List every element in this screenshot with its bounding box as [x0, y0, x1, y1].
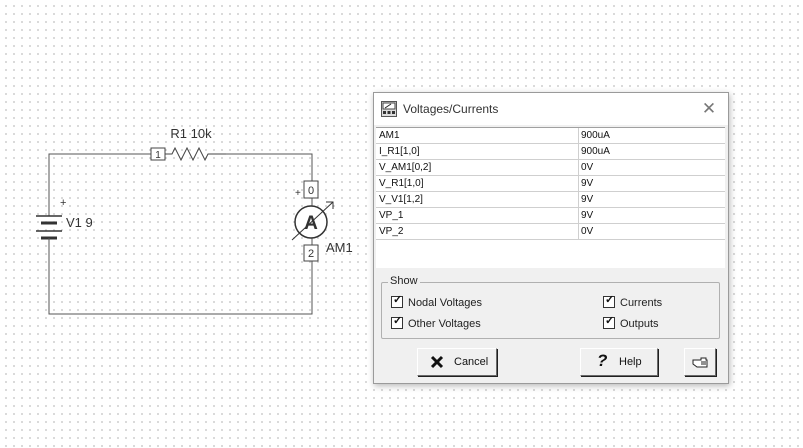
- checkbox-box: ✓: [603, 315, 615, 330]
- row-value: 9V: [581, 194, 594, 205]
- check-icon: ✓: [605, 315, 615, 328]
- ammeter-pin-bottom-box: [303, 244, 319, 262]
- table-row[interactable]: V_V1[1,2] 9V: [376, 192, 725, 208]
- ammeter-am1[interactable]: 0 + A 2 AM1: [291, 180, 353, 262]
- help-label: Help: [619, 356, 642, 368]
- table-row[interactable]: I_R1[1,0] 900uA: [376, 144, 725, 160]
- battery-plus-sign: +: [60, 197, 66, 209]
- wire-top-right: [226, 153, 313, 181]
- ammeter-pin-top-label: 0: [308, 185, 314, 197]
- values-table[interactable]: AM1 900uA I_R1[1,0] 900uA V_AM1[0,2] 0V V_R1[1…: [376, 127, 725, 268]
- cancel-label: Cancel: [454, 356, 489, 368]
- pointer-button[interactable]: [684, 348, 716, 376]
- nodal-voltages-checkbox[interactable]: ✓ Nodal Voltages: [391, 294, 482, 311]
- checkbox-box: ✓: [603, 294, 615, 309]
- table-row[interactable]: AM1 900uA: [376, 128, 725, 144]
- ammeter-plus-sign: +: [295, 188, 301, 199]
- show-legend: Show: [388, 275, 420, 287]
- question-mark-icon: ?: [597, 351, 608, 370]
- voltages-currents-dialog: Voltages/Currents ✕ AM1 900uA I_R1[1,0] 900…: [373, 92, 729, 384]
- currents-label: Currents: [620, 297, 663, 309]
- outputs-checkbox[interactable]: ✓ Outputs: [603, 315, 659, 332]
- ammeter-arrow-head: [326, 201, 334, 209]
- row-value: 900uA: [581, 146, 610, 157]
- dialog-title: Voltages/Currents: [403, 102, 499, 116]
- row-value: 0V: [581, 162, 594, 173]
- help-button[interactable]: ? Help: [580, 348, 658, 376]
- wire-top-left: [48, 153, 151, 216]
- row-value: 0V: [581, 226, 594, 237]
- resistor-r1[interactable]: 1 R1 10k: [150, 126, 226, 162]
- table-row[interactable]: VP_2 0V: [376, 224, 725, 240]
- row-value: 9V: [581, 210, 594, 221]
- ammeter-label: AM1: [326, 240, 353, 255]
- row-name: VP_2: [379, 226, 404, 237]
- row-value: 9V: [581, 178, 594, 189]
- circuit-wires: [48, 153, 313, 315]
- other-voltages-checkbox[interactable]: ✓ Other Voltages: [391, 315, 481, 332]
- ammeter-arrow-shaft: [291, 201, 334, 241]
- row-name: AM1: [379, 130, 400, 141]
- checkbox-box: ✓: [391, 315, 403, 330]
- currents-checkbox[interactable]: ✓ Currents: [603, 294, 663, 311]
- checkbox-box: ✓: [391, 294, 403, 309]
- row-name: V_R1[1,0]: [379, 178, 424, 189]
- ammeter-pin-bottom-label: 2: [308, 248, 314, 260]
- row-value: 900uA: [581, 130, 610, 141]
- battery-label: V1 9: [66, 215, 93, 230]
- close-icon[interactable]: ✕: [701, 99, 717, 118]
- ammeter-pin-top-box: [303, 180, 319, 199]
- voltmeter-app-icon: [381, 101, 397, 117]
- x-icon: [430, 355, 444, 369]
- outputs-label: Outputs: [620, 318, 659, 330]
- resistor-zigzag: [165, 146, 226, 162]
- resistor-label: R1 10k: [170, 126, 212, 141]
- nodal-voltages-label: Nodal Voltages: [408, 297, 482, 309]
- battery-v1[interactable]: + V1 9: [36, 197, 93, 244]
- dialog-titlebar[interactable]: Voltages/Currents ✕: [374, 93, 728, 125]
- show-groupbox: Show ✓ Nodal Voltages ✓ Currents ✓ Other Vo…: [381, 275, 720, 339]
- row-name: V_V1[1,2]: [379, 194, 423, 205]
- check-icon: ✓: [393, 315, 403, 328]
- ammeter-symbol: A: [304, 213, 318, 234]
- row-name: I_R1[1,0]: [379, 146, 420, 157]
- row-name: VP_1: [379, 210, 404, 221]
- check-icon: ✓: [605, 294, 615, 307]
- hand-pointer-icon: [692, 357, 708, 368]
- table-row[interactable]: V_AM1[0,2] 0V: [376, 160, 725, 176]
- resistor-pin1-label: 1: [155, 150, 161, 161]
- row-name: V_AM1[0,2]: [379, 162, 432, 173]
- table-row[interactable]: VP_1 9V: [376, 208, 725, 224]
- wire-bottom: [48, 244, 313, 315]
- other-voltages-label: Other Voltages: [408, 318, 481, 330]
- table-row[interactable]: V_R1[1,0] 9V: [376, 176, 725, 192]
- check-icon: ✓: [393, 294, 403, 307]
- cancel-button[interactable]: Cancel: [417, 348, 497, 376]
